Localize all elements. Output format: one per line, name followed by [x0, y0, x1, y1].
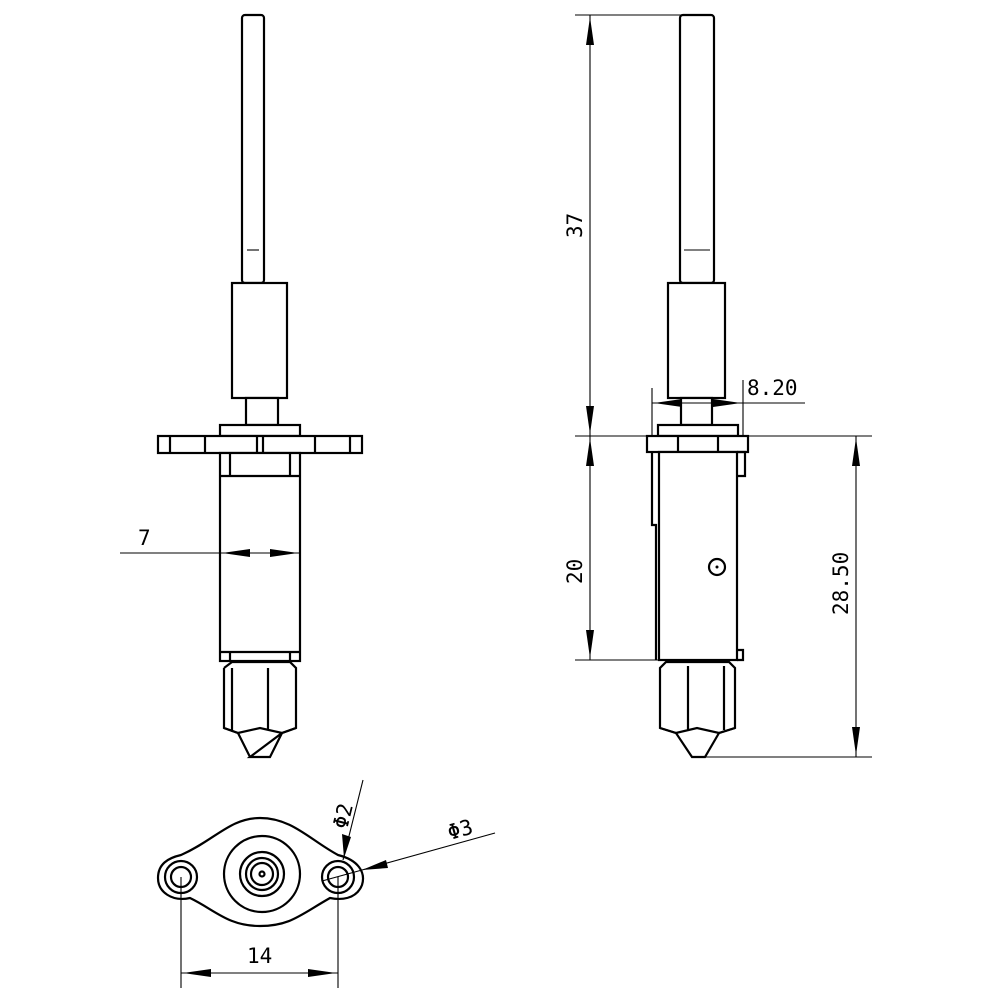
screw-hole	[707, 557, 727, 577]
dim-28-50-label: 28.50	[829, 552, 853, 615]
heatsink-tube	[230, 281, 289, 400]
flange	[156, 434, 364, 455]
cap	[218, 423, 302, 438]
dim-phi3-label: Φ3	[445, 815, 476, 845]
heatsink-tube	[666, 281, 727, 400]
dimensions-right: 37 20 28.50 8.20	[563, 14, 872, 758]
bottom-view: Φ2 Φ3 14	[156, 779, 496, 988]
front-view-left: 7	[120, 13, 364, 759]
cap	[656, 423, 740, 438]
dim-8-20-label: 8.20	[747, 376, 798, 400]
heater-block	[218, 451, 302, 663]
dim-20-label: 20	[563, 559, 587, 584]
dim-7-label: 7	[138, 526, 151, 550]
dim-phi2-label: Φ2	[329, 801, 358, 831]
heater-block	[657, 450, 739, 662]
feed-tube	[678, 13, 716, 285]
neck	[244, 396, 280, 427]
arrow-icon	[222, 549, 250, 557]
side-view-right	[645, 13, 750, 759]
flange	[645, 434, 750, 454]
nozzle	[222, 660, 298, 759]
dim-14-label: 14	[247, 944, 272, 968]
dim-37-label: 37	[563, 213, 587, 238]
feed-tube	[240, 13, 266, 285]
arrow-icon	[270, 549, 298, 557]
neck	[679, 396, 714, 427]
